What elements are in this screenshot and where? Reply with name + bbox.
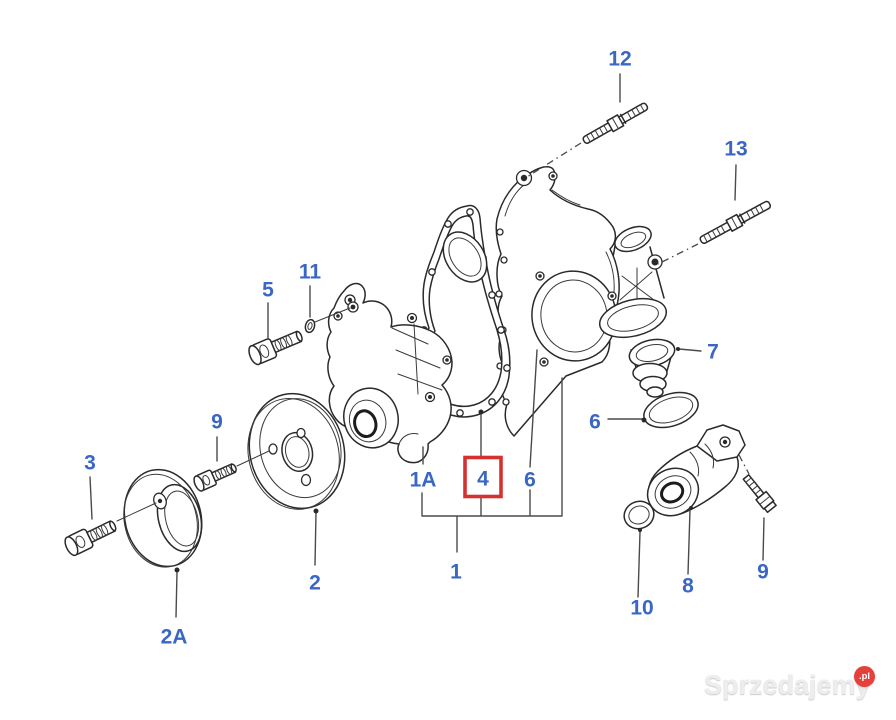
part-label-7: 7 xyxy=(707,341,719,364)
part-label-6-thermostat-seal: 6 xyxy=(589,411,601,434)
part-label-3: 3 xyxy=(84,452,96,475)
part-label-11: 11 xyxy=(299,261,322,284)
part-label-1A: 1A xyxy=(410,469,437,492)
part-label-12: 12 xyxy=(608,48,631,71)
housing-bolt xyxy=(742,474,777,514)
mounting-stud-12 xyxy=(582,102,649,144)
water-pump-cover xyxy=(495,166,620,437)
part-label-5: 5 xyxy=(262,279,274,302)
pulley-bolt-3 xyxy=(64,520,117,557)
part-label-10: 10 xyxy=(630,597,653,620)
kit-group-bracket xyxy=(421,377,563,553)
part-label-1: 1 xyxy=(450,561,462,584)
leader-lines xyxy=(89,73,765,618)
water-outlet-elbow xyxy=(646,424,746,517)
pump-bolt-5 xyxy=(248,330,303,366)
water-pump-pulley xyxy=(247,392,346,510)
part-label-4: 4 xyxy=(477,468,489,491)
part-label-6-kit: 6 xyxy=(524,469,536,492)
part-label-8: 8 xyxy=(682,575,694,598)
pump-o-ring-seal xyxy=(442,231,488,283)
part-label-13: 13 xyxy=(724,138,747,161)
pump-hub xyxy=(343,387,399,449)
thermostat-housing-neck xyxy=(605,225,665,304)
part-label-2A: 2A xyxy=(161,626,188,649)
watermark-pl-badge: .pl xyxy=(854,666,875,687)
retaining-clip-11 xyxy=(304,318,316,334)
outlet-o-ring xyxy=(623,500,655,530)
dished-pulley xyxy=(123,468,203,568)
part-label-9-pulley-bolt: 9 xyxy=(211,411,223,434)
part-label-2: 2 xyxy=(309,572,321,595)
mounting-stud-13 xyxy=(699,200,772,245)
water-pump xyxy=(326,282,453,464)
part-label-9-housing-bolt: 9 xyxy=(757,561,769,584)
highlight-box xyxy=(463,455,503,499)
watermark: Sprzedajemy xyxy=(704,670,871,700)
part-labels: 12 13 5 11 7 6 3 9 1A 4 6 2 2A 1 10 8 9 xyxy=(84,48,769,649)
thermostat xyxy=(628,338,676,398)
pulley-bolt-9 xyxy=(193,463,237,492)
thermostat-flange xyxy=(598,297,668,339)
